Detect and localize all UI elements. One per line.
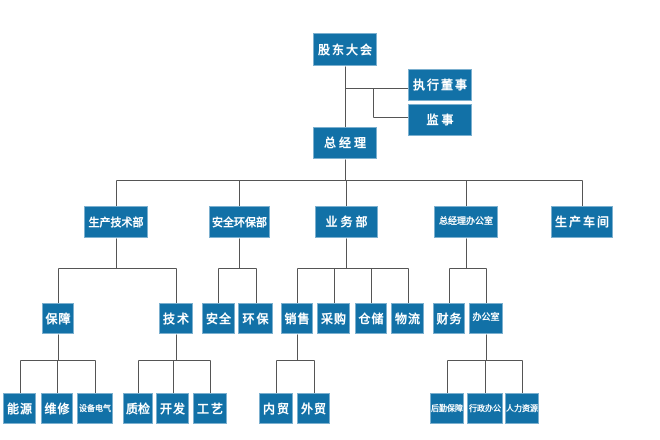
org-node-sales: 销售 — [281, 303, 313, 334]
org-node-safety-env-dept: 安全环保部 — [209, 206, 270, 238]
org-node-label: 物流 — [394, 311, 421, 326]
org-node-safety: 安全 — [202, 303, 235, 334]
org-node-label: 股东大会 — [317, 42, 374, 57]
org-node-human-resources: 人力资源 — [505, 393, 539, 424]
org-node-label: 安全环保部 — [212, 215, 267, 229]
org-node-label: 后勤保障 — [431, 403, 463, 413]
org-node-label: 执行董事 — [412, 78, 469, 92]
org-node-label: 工艺 — [196, 401, 225, 416]
org-node-env-protection: 环保 — [238, 303, 273, 334]
org-node-label: 销售 — [284, 311, 311, 326]
org-node-equipment-electrical: 设备电气 — [77, 393, 113, 424]
org-node-warehousing: 仓储 — [355, 303, 387, 334]
org-node-office: 办公室 — [469, 303, 503, 334]
org-node-label: 行政办公 — [469, 403, 501, 413]
org-node-admin-office: 行政办公 — [467, 393, 503, 424]
org-node-executive-director: 执行董事 — [408, 69, 472, 101]
org-node-quality-inspection: 质检 — [123, 393, 153, 424]
org-node-energy: 能源 — [3, 393, 36, 424]
org-node-label: 仓储 — [358, 311, 385, 326]
org-node-domestic-trade: 内贸 — [259, 393, 293, 424]
org-node-label: 安全 — [205, 311, 232, 326]
org-node-label: 人力资源 — [506, 403, 538, 413]
org-node-label: 生产车间 — [554, 215, 611, 229]
org-node-shareholders-meeting: 股东大会 — [313, 33, 377, 66]
org-node-label: 维修 — [44, 401, 71, 416]
org-node-process: 工艺 — [193, 393, 227, 424]
org-node-development: 开发 — [156, 393, 189, 424]
org-node-production-tech-dept: 生产技术部 — [84, 206, 148, 238]
org-node-label: 办公室 — [472, 313, 500, 323]
org-node-maintenance: 维修 — [41, 393, 73, 424]
org-node-label: 外贸 — [300, 401, 327, 416]
org-node-business-dept: 业务部 — [315, 206, 378, 238]
org-node-logistics-support: 后勤保障 — [430, 393, 464, 424]
org-node-label: 保障 — [45, 311, 72, 326]
org-node-label: 监事 — [426, 113, 457, 127]
org-node-label: 环保 — [242, 311, 271, 326]
org-node-label: 设备电气 — [79, 403, 111, 413]
org-node-support: 保障 — [42, 303, 74, 334]
org-node-label: 总经理办公室 — [438, 216, 493, 227]
org-node-label: 总经理 — [323, 136, 369, 150]
org-node-label: 采购 — [320, 311, 347, 326]
org-node-gm-office-dept: 总经理办公室 — [434, 206, 498, 238]
org-node-label: 业务部 — [325, 215, 371, 229]
org-node-purchasing: 采购 — [317, 303, 350, 334]
org-node-foreign-trade: 外贸 — [297, 393, 330, 424]
org-node-label: 开发 — [159, 401, 186, 416]
org-node-label: 技术 — [162, 311, 191, 326]
org-node-general-manager: 总经理 — [313, 127, 377, 159]
org-node-label: 质检 — [125, 401, 150, 416]
org-node-production-workshop: 生产车间 — [551, 206, 613, 238]
org-node-supervisor: 监事 — [408, 104, 472, 136]
org-node-label: 生产技术部 — [88, 215, 144, 229]
org-node-finance: 财务 — [433, 303, 465, 334]
org-node-label: 能源 — [6, 401, 33, 416]
org-node-label: 内贸 — [262, 401, 291, 416]
org-node-label: 财务 — [436, 311, 463, 326]
org-node-logistics: 物流 — [391, 303, 424, 334]
org-node-technology: 技术 — [159, 303, 193, 334]
